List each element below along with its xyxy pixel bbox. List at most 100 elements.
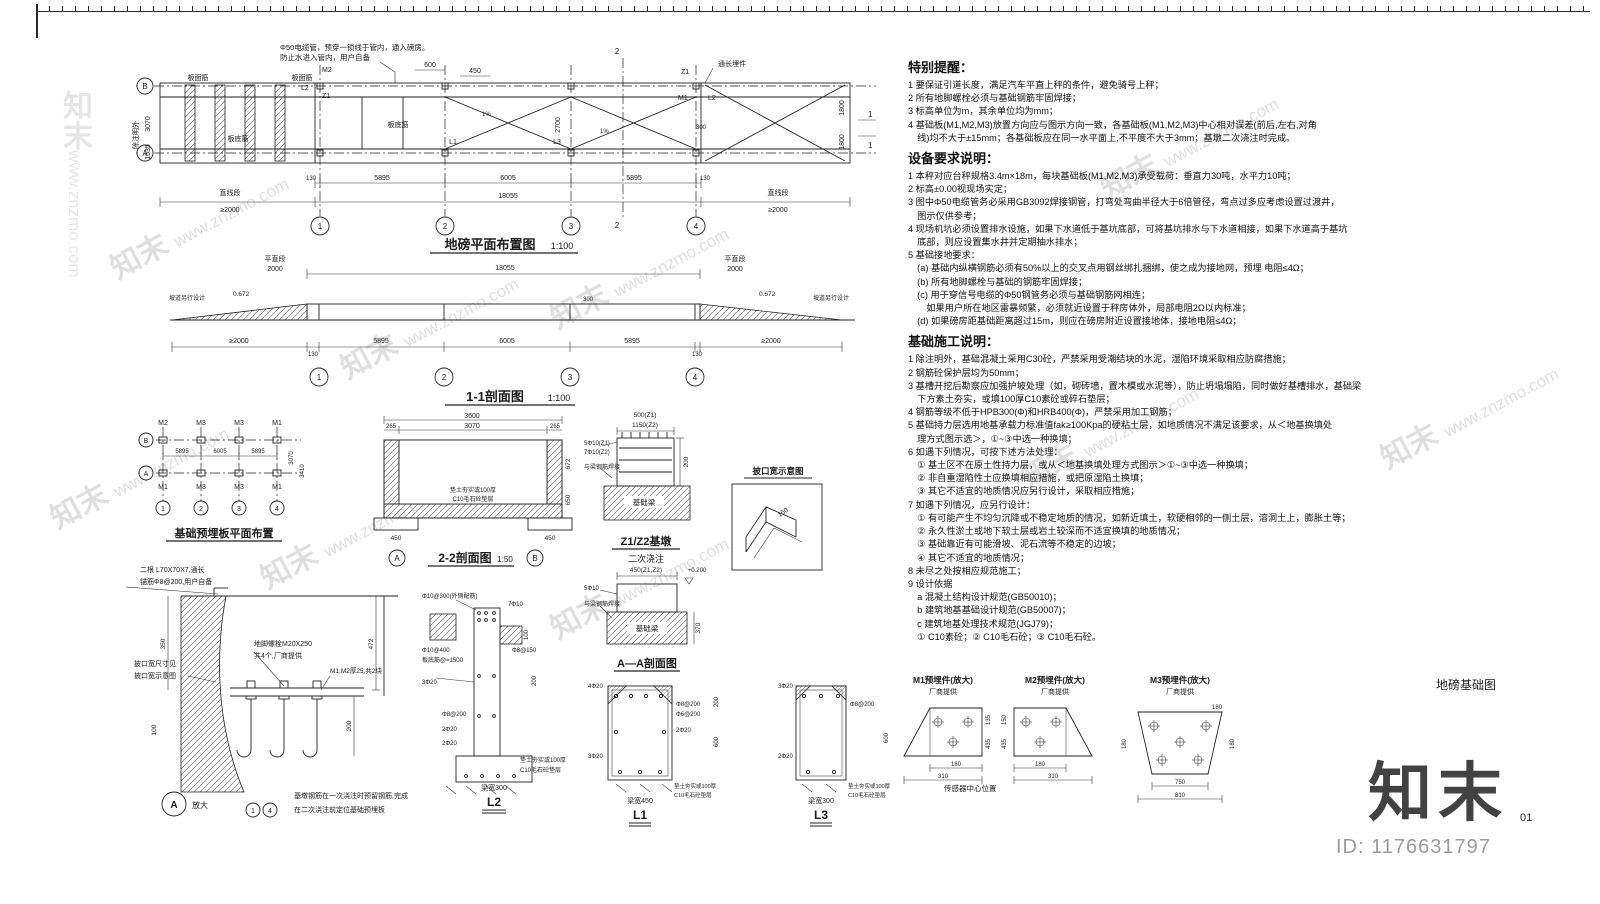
l2-detail-drawing: Φ10@300(外侧配筋) 7Φ10 100 Φ8@150 Φ10@400 板底…	[422, 592, 566, 814]
note-line: 底部，则应设置集水井并定期抽水排水；	[908, 237, 1083, 248]
note-line: ② 永久性淤土或地下软土层或岩土较深而不适宜换填的地质情况；	[908, 526, 1186, 537]
label-l2: L2	[708, 95, 716, 102]
dim: 180	[1230, 738, 1236, 749]
beam-label: 基础梁	[633, 497, 656, 507]
cable-note-line1: Φ50电缆管，预穿一锁线于管内，通入磅房。	[280, 42, 429, 52]
angle-note: 二根 L70X70X7,通长	[140, 565, 205, 574]
dim: 180	[951, 762, 962, 768]
width-label: 梁宽300	[481, 783, 507, 792]
note-line: 3 基槽开挖后勘察应加强护坡处理（如，砌砖墙，置木模或水泥等），防止坍塌塌陷，同…	[908, 380, 1362, 391]
dim: 310	[938, 774, 949, 780]
row-bubble-b: B	[144, 438, 149, 445]
note-line: 8 未尽之处按相应规范施工；	[908, 565, 1026, 576]
note-line: 1 要保证引道长度，满足汽车平直上秤的条件，避免骑号上秤；	[908, 80, 1164, 90]
note-line: 如果用户所在地区雷暴频繁，必须就近设置于秤房体外，局部电阻2Ω以内标准；	[908, 303, 1251, 314]
dim: 672	[565, 458, 572, 469]
label-l3: L3	[553, 139, 561, 146]
grid-bubble: 4	[275, 506, 279, 513]
section-1-1-dims	[171, 269, 843, 352]
grid-bubble: 3	[237, 506, 241, 513]
label-l2: L2	[301, 85, 309, 92]
plate-label: M3	[196, 484, 206, 491]
l1-detail-drawing: 4Φ20 Φ8@200 Φ6@200 2Φ20 3Φ20 200 600 垫土夯…	[588, 684, 720, 827]
dim: 200	[714, 696, 720, 707]
width-label: 梁宽450	[627, 796, 653, 805]
note-line: (d) 如果磅房距基础距离超过15m，则应在磅房附近设置接地体，接地电阻≤4Ω；	[908, 316, 1242, 327]
label-slope: 1%	[600, 129, 609, 135]
cut-mark-1: 1	[868, 141, 873, 150]
dim-approach: ≥2000	[220, 207, 240, 214]
grid-bubble: 4	[693, 373, 698, 382]
l1-geometry	[607, 685, 673, 793]
plan-scale: 1:100	[551, 241, 574, 251]
dim: 180	[1212, 705, 1223, 711]
plate-label: M1	[272, 484, 282, 491]
rebar-label: 7Φ10(Z2)	[584, 450, 610, 456]
level-label: +0.200	[688, 568, 707, 574]
dim: 3070	[289, 451, 295, 465]
note-line: ④ 其它不适宜的地质情况；	[908, 552, 1030, 563]
dim: 130	[308, 352, 319, 358]
dim: 180	[1122, 738, 1128, 749]
watermark: 知末www.znzmo.com	[1375, 364, 1563, 476]
note-line: ③ 其它不适宜的地质情况应另行设计，采取相应措施；	[908, 486, 1140, 497]
sensor-center-label: 传感器中心位置	[944, 784, 997, 793]
drawing-name: 地磅基础图	[1436, 678, 1497, 692]
dim-approach: ≥2000	[768, 207, 788, 214]
dim: 5895	[373, 338, 389, 345]
note-line: 下方素土夯实，或填100厚C10素砼或碎石垫层；	[908, 394, 1115, 405]
m3-embed-drawing: M3预埋件(放大) 厂商提供 180 180 180 750 810	[1122, 675, 1236, 803]
construction-notes-list: 1 除注明外，基础混凝土采用C30砼，严禁采用受潮结块的水泥，湿陷环境采取相应防…	[908, 353, 1362, 643]
dim: 2700	[555, 117, 562, 133]
rebar-label: Φ6@200	[676, 712, 701, 718]
note-line: 3 标高单位为m，其余单位均为mm；	[908, 106, 1059, 117]
plate-label: M1	[272, 420, 282, 427]
row-bubble-a: A	[144, 471, 149, 478]
ramp-note: 坡道另行设计	[169, 294, 205, 302]
note-line: 图示仅供参考；	[908, 210, 982, 221]
dim: 5895	[626, 175, 642, 182]
dim: 2000	[727, 266, 743, 273]
dim: 350	[160, 638, 167, 649]
note: C10毛石砼垫层	[452, 495, 493, 503]
dim: 435	[986, 738, 992, 749]
note-line: 5 基础持力层选用地基承载力标准值fak≥100Kpa的硬粘土层，如地质情况不满…	[908, 420, 1333, 431]
label-flat: 平直段	[725, 254, 746, 263]
dim: 100	[151, 724, 158, 735]
note-line: 2 标高±0.00视现场实定；	[908, 184, 1013, 195]
plan-grid-lines	[136, 58, 876, 218]
dim: 450	[545, 535, 556, 542]
dim: 180	[1035, 762, 1046, 768]
dim: 3070	[145, 116, 152, 132]
resource-id: ID: 1176631797	[1336, 836, 1491, 858]
rebar-label: 2Φ20	[676, 728, 691, 734]
m1-embed-drawing: M1预埋件(放大) 厂商提供 180 310 135 435	[903, 675, 992, 784]
sheet-border-ticks	[36, 4, 1590, 12]
foot-note: 基墩钢筋在一次浇注时预留钢筋,完成	[294, 791, 408, 800]
detail-a-drawing: 二根 L70X70X7,通长 锚筋Φ8@200,用户自备 地脚螺栓M20X250…	[125, 565, 408, 818]
cut-mark-2: 2	[615, 221, 620, 230]
watermark: 知末www.znzmo.com	[58, 90, 91, 278]
plate-label: M3	[234, 484, 244, 491]
plate-label: M3	[196, 420, 206, 427]
dim: 200	[683, 456, 690, 467]
section-2-2-geometry	[373, 439, 573, 531]
special-notes: 特别提醒： 1 要保证引道长度，满足汽车平直上秤的条件，避免骑号上秤；2 所有地…	[908, 57, 1332, 145]
z1z2-title: Z1/Z2基墩	[621, 534, 673, 548]
preplate-plan-drawing: B A M2 M3 M3 M1 M1 M3 M3 M1 5895 6005 58…	[138, 420, 306, 542]
note: C10毛石砼垫层	[674, 791, 712, 799]
width-label: 梁宽300	[808, 796, 834, 805]
detailA-geometry	[180, 587, 398, 793]
dim: ≥2000	[761, 338, 781, 345]
rebar-label: 3Φ20	[588, 754, 603, 760]
preplate-grid	[138, 427, 301, 501]
z1z2-dims	[616, 427, 684, 487]
section-1-1-title: 1-1剖面图	[466, 389, 524, 404]
note: 垫土夯实或100厚	[450, 486, 496, 494]
dim-total: 18055	[498, 193, 518, 200]
cable-note-line2: 防止水进入管内，用户自备	[280, 52, 370, 62]
dim: 6005	[500, 175, 516, 182]
l3-detail-drawing: 3Φ20 Φ8@200 2Φ20 600 垫土夯实或100厚 C10毛石砼垫层 …	[778, 684, 891, 827]
dim: 650	[565, 494, 572, 505]
preplate-title: 基础预埋板平面布置	[174, 526, 274, 540]
